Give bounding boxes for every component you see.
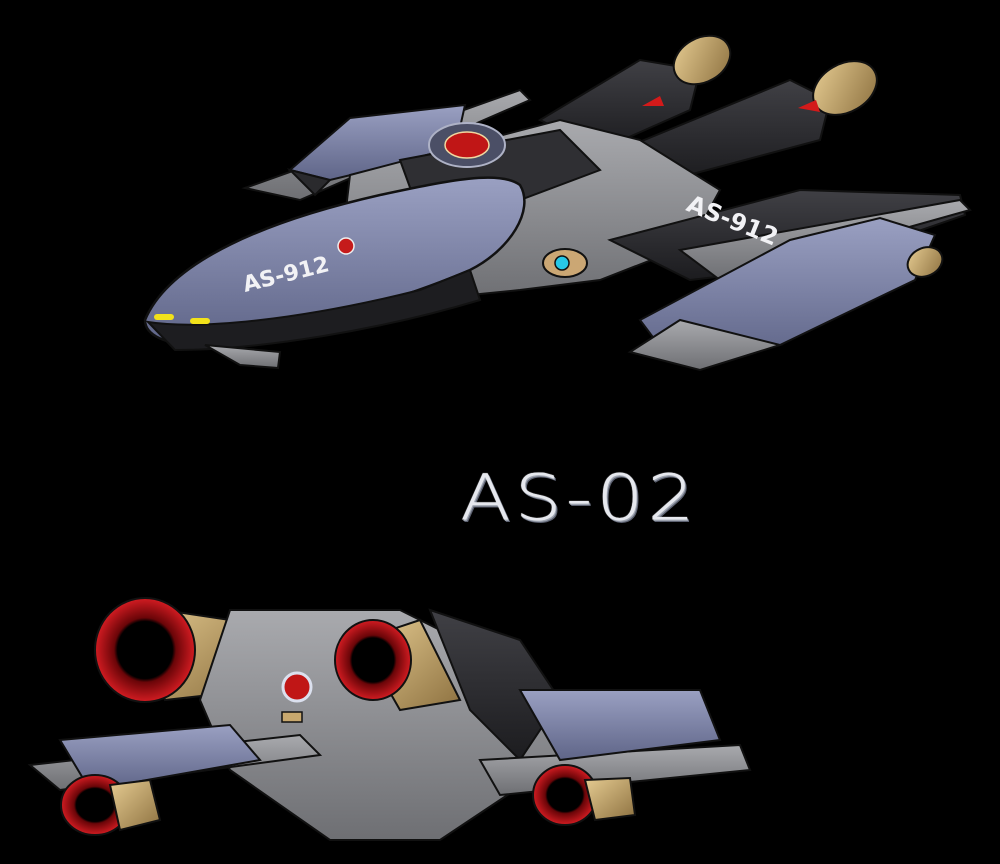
insignia-emblem-icon — [428, 122, 506, 168]
page-title: AS-02 — [460, 460, 699, 535]
cockpit-sensor-icon — [542, 248, 588, 278]
ship-rear-view — [27, 597, 752, 841]
ship-top-view: AS-912 AS-912 — [143, 34, 972, 372]
